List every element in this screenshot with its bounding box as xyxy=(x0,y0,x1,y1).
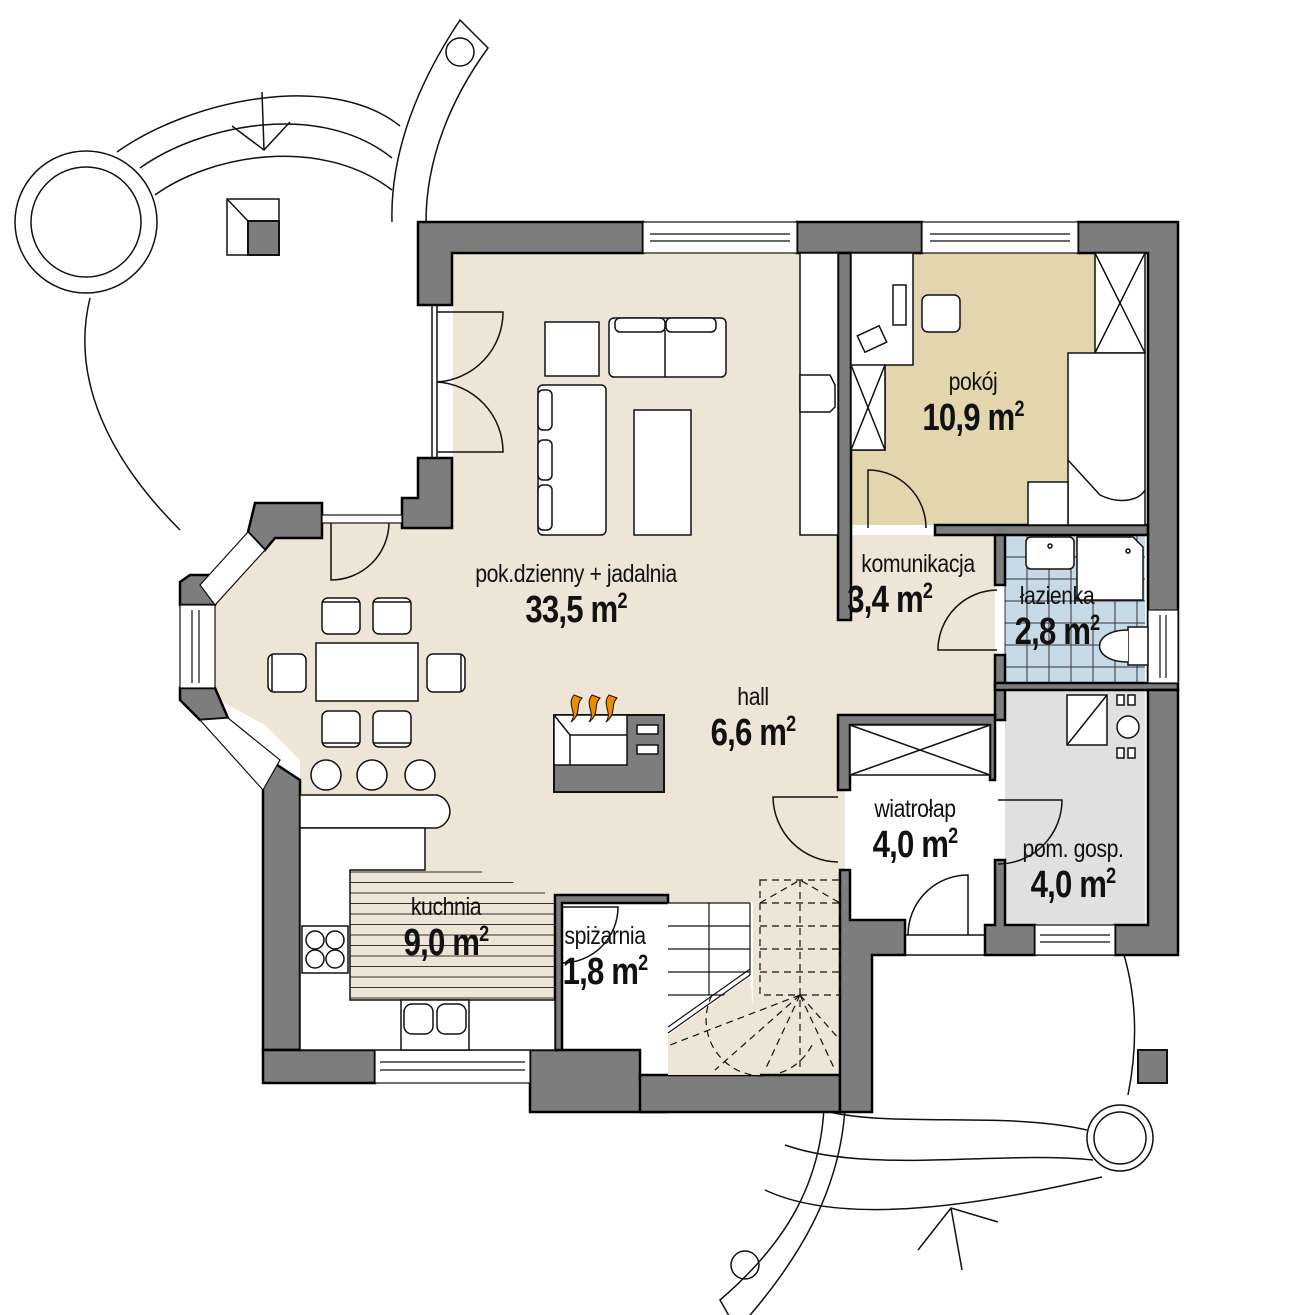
chair-icon xyxy=(921,294,961,333)
doors xyxy=(330,305,1063,964)
room-name: pokój xyxy=(948,368,998,396)
room-area: 6,6 m2 xyxy=(710,711,797,754)
window-icon xyxy=(374,1049,531,1084)
room-label-hall: hall 6,6 m2 xyxy=(701,683,804,754)
window-icon xyxy=(199,531,266,606)
bar-stool-icon xyxy=(356,759,388,791)
stove-icon xyxy=(301,925,349,974)
door-swing-icon[interactable] xyxy=(772,796,839,863)
chair-icon xyxy=(321,597,361,635)
window-icon xyxy=(179,604,216,689)
window-icon xyxy=(1034,924,1116,956)
windows xyxy=(179,221,1179,1084)
room-area: 9,0 m2 xyxy=(403,921,490,964)
stairs-icon xyxy=(667,879,841,1077)
door-swing-icon[interactable] xyxy=(905,874,985,936)
room-label-kuchnia: kuchnia 9,0 m2 xyxy=(394,893,497,964)
room-label-wiatrolap: wiatrołap 4,0 m2 xyxy=(863,795,966,866)
wardrobe-icon xyxy=(850,364,886,451)
column-icon xyxy=(730,1250,760,1280)
bar-stool-icon xyxy=(404,759,436,791)
boiler-icon xyxy=(1066,694,1108,746)
sink-icon xyxy=(400,999,470,1051)
room-area: 10,9 m2 xyxy=(922,396,1024,439)
chimney-icon xyxy=(226,198,280,256)
room-area: 1,8 m2 xyxy=(562,950,649,993)
chair-icon xyxy=(267,653,307,693)
chair-icon xyxy=(321,710,361,748)
flame-icon xyxy=(570,694,583,723)
shower-icon xyxy=(1076,536,1144,601)
dining-table-icon xyxy=(315,642,419,702)
room-label-spizarnia: spiżarnia 1,8 m2 xyxy=(553,922,656,993)
tv-icon xyxy=(799,374,836,413)
column-icon xyxy=(1086,1104,1154,1172)
flame-icon xyxy=(588,694,601,723)
room-name: łazienka xyxy=(1019,582,1095,610)
washing-machine-icon xyxy=(1116,694,1140,759)
room-area: 2,8 m2 xyxy=(1014,610,1101,653)
toilet-icon xyxy=(1098,626,1149,666)
kitchen-floor-pattern xyxy=(350,871,555,999)
wardrobe-icon xyxy=(1094,252,1146,354)
monitor-icon xyxy=(892,284,907,326)
room-name: hall xyxy=(737,683,769,711)
window-icon xyxy=(1147,609,1179,684)
room-area: 3,4 m2 xyxy=(847,578,933,621)
room-label-pom-gosp: pom. gosp. 4,0 m2 xyxy=(1014,835,1133,906)
column-icon xyxy=(445,37,475,67)
room-area: 4,0 m2 xyxy=(1030,863,1117,906)
sofa-icon xyxy=(537,384,607,536)
terrace-pergola-top xyxy=(14,18,489,531)
room-name: pok.dzienny + jadalnia xyxy=(475,560,677,588)
bed-icon xyxy=(1067,352,1146,526)
window-icon xyxy=(321,514,403,524)
door-swing-icon[interactable] xyxy=(867,469,927,529)
wardrobe-icon xyxy=(849,724,991,776)
room-area: 33,5 m2 xyxy=(525,588,627,631)
door-swing-icon[interactable] xyxy=(997,799,1063,865)
room-name: wiatrołap xyxy=(874,795,956,823)
window-icon xyxy=(198,717,281,792)
terrace-double-door[interactable] xyxy=(431,305,504,458)
washbasin-icon xyxy=(1025,536,1075,570)
terrace-pergola-bottom xyxy=(719,954,1168,1315)
room-name: komunikacja xyxy=(861,550,975,578)
room-label-komunikacja: komunikacja 3,4 m2 xyxy=(847,550,984,621)
room-area: 4,0 m2 xyxy=(872,823,959,866)
window-icon xyxy=(642,221,798,254)
window-icon xyxy=(921,221,1079,254)
flame-icon xyxy=(605,694,618,723)
column-icon xyxy=(1137,1049,1168,1084)
room-label-lazienka: łazienka 2,8 m2 xyxy=(1005,582,1108,653)
room-name: spiżarnia xyxy=(564,922,646,950)
column-icon xyxy=(14,150,158,294)
nightstand-icon xyxy=(1027,481,1069,526)
furniture xyxy=(267,252,1149,1051)
room-name: kuchnia xyxy=(410,893,482,921)
coffee-table-icon xyxy=(633,409,692,536)
chair-icon xyxy=(372,710,412,748)
fireplace-icon xyxy=(553,694,665,793)
printer-icon xyxy=(856,324,888,354)
room-name: pom. gosp. xyxy=(1022,835,1124,863)
door-swing-icon[interactable] xyxy=(561,906,619,964)
door-swing-icon[interactable] xyxy=(330,522,390,581)
chair-icon xyxy=(426,653,466,693)
room-label-pokoj: pokój 10,9 m2 xyxy=(911,368,1035,439)
sofa-icon xyxy=(608,317,727,378)
room-label-pok-dzienny-jadalnia: pok.dzienny + jadalnia 33,5 m2 xyxy=(457,560,694,631)
bar-counter-icon xyxy=(299,794,451,829)
door-swing-icon[interactable] xyxy=(937,589,998,651)
chair-icon xyxy=(372,597,412,635)
bar-stool-icon xyxy=(310,759,342,791)
armchair-icon xyxy=(544,321,600,377)
